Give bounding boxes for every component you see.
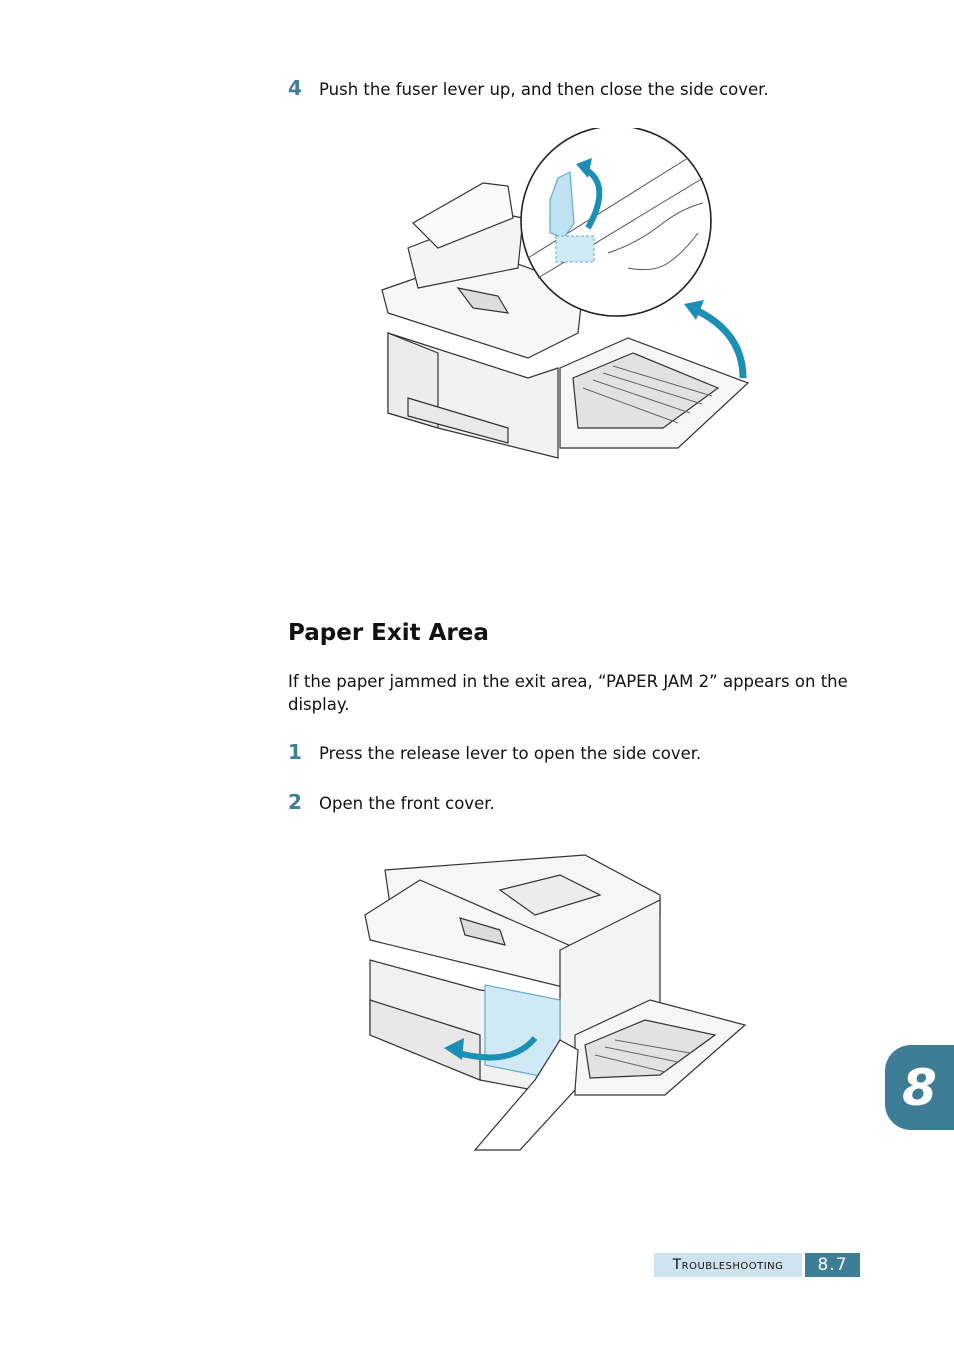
chapter-tab: 8 xyxy=(885,1045,954,1130)
step-number: 4 xyxy=(288,76,302,100)
section-intro: If the paper jammed in the exit area, “P… xyxy=(288,672,848,714)
footer-page-number: 8.7 xyxy=(805,1253,860,1277)
step-number: 2 xyxy=(288,790,302,814)
step-number: 1 xyxy=(288,740,302,764)
front-cover-illustration xyxy=(364,854,747,1151)
step-text: Open the front cover. xyxy=(319,794,495,813)
step-text: Push the fuser lever up, and then close … xyxy=(319,80,769,99)
section-title: Paper Exit Area xyxy=(288,620,489,646)
chapter-number: 8 xyxy=(902,1058,937,1117)
step-1: 1 Press the release lever to open the si… xyxy=(288,740,701,764)
step-4: 4 Push the fuser lever up, and then clos… xyxy=(288,76,769,100)
footer-section-label: Troubleshooting xyxy=(654,1253,802,1277)
step-2: 2 Open the front cover. xyxy=(288,790,495,814)
step-text: Press the release lever to open the side… xyxy=(319,744,702,763)
fuser-lever-illustration xyxy=(381,128,750,459)
